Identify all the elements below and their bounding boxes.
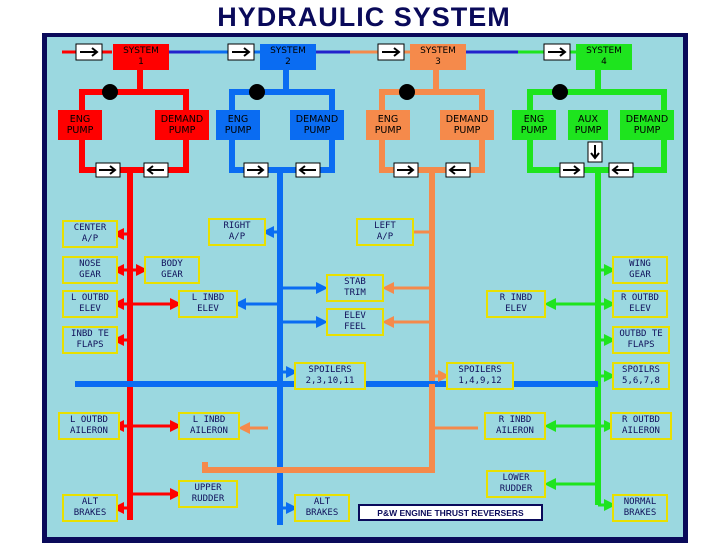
- reservoir-dots: [102, 84, 568, 100]
- page-title: HYDRAULIC SYSTEM: [217, 2, 511, 32]
- system-2-reservoir: SYSTEM 2: [260, 44, 316, 70]
- l-outbd-aileron-box: L OUTBD AILERON: [58, 412, 120, 440]
- system-4-reservoir: SYSTEM 4: [576, 44, 632, 70]
- system-4-aux-pump: AUX PUMP: [568, 110, 608, 140]
- r-outbd-aileron-box: R OUTBD AILERON: [610, 412, 672, 440]
- left-ap-box: LEFT A/P: [356, 218, 414, 246]
- l-inbd-elev-box: L INBD ELEV: [178, 290, 238, 318]
- r-inbd-elev-box: R INBD ELEV: [486, 290, 546, 318]
- branch-arrows: [112, 226, 616, 514]
- lower-rudder-box: LOWER RUDDER: [486, 470, 546, 498]
- system-4-demand-pump: DEMAND PUMP: [620, 110, 674, 140]
- r-outbd-elev-box: R OUTBD ELEV: [612, 290, 668, 318]
- spoilers-5-6-7-8-box: SPOILRS 5,6,7,8: [612, 362, 670, 390]
- r-inbd-aileron-box: R INBD AILERON: [484, 412, 546, 440]
- inbd-te-flaps-box: INBD TE FLAPS: [62, 326, 118, 354]
- system-2-demand-pump: DEMAND PUMP: [290, 110, 344, 140]
- spoilers-1-4-9-12-box: SPOILERS 1,4,9,12: [446, 362, 514, 390]
- upper-rudder-box: UPPER RUDDER: [178, 480, 238, 508]
- system-1-reservoir: SYSTEM 1: [113, 44, 169, 70]
- body-gear-box: BODY GEAR: [144, 256, 200, 284]
- system-1-eng-pump: ENG PUMP: [58, 110, 102, 140]
- alt-brakes-2-box: ALT BRAKES: [294, 494, 350, 522]
- pump-loops: [79, 70, 667, 173]
- system-2-eng-pump: ENG PUMP: [216, 110, 260, 140]
- stab-trim-box: STAB TRIM: [326, 274, 384, 302]
- right-ap-box: RIGHT A/P: [208, 218, 266, 246]
- center-ap-box: CENTER A/P: [62, 220, 118, 248]
- system-1-demand-pump: DEMAND PUMP: [155, 110, 209, 140]
- system-3-demand-pump: DEMAND PUMP: [440, 110, 494, 140]
- alt-brakes-1-box: ALT BRAKES: [62, 494, 118, 522]
- wing-gear-box: WING GEAR: [612, 256, 668, 284]
- supply-arrows: [75, 43, 571, 61]
- system-4-eng-pump: ENG PUMP: [512, 110, 556, 140]
- outbd-te-flaps-box: OUTBD TE FLAPS: [612, 326, 670, 354]
- normal-brakes-box: NORMAL BRAKES: [612, 494, 668, 522]
- pump-check-valves: [95, 141, 634, 178]
- nose-gear-box: NOSE GEAR: [62, 256, 118, 284]
- elev-feel-box: ELEV FEEL: [326, 308, 384, 336]
- spoilers-2-3-10-11-box: SPOILERS 2,3,10,11: [294, 362, 366, 390]
- l-inbd-aileron-box: L INBD AILERON: [178, 412, 240, 440]
- l-outbd-elev-box: L OUTBD ELEV: [62, 290, 118, 318]
- thrust-reversers-note: P&W ENGINE THRUST REVERSERS: [358, 504, 543, 521]
- system-3-eng-pump: ENG PUMP: [366, 110, 410, 140]
- system-3-reservoir: SYSTEM 3: [410, 44, 466, 70]
